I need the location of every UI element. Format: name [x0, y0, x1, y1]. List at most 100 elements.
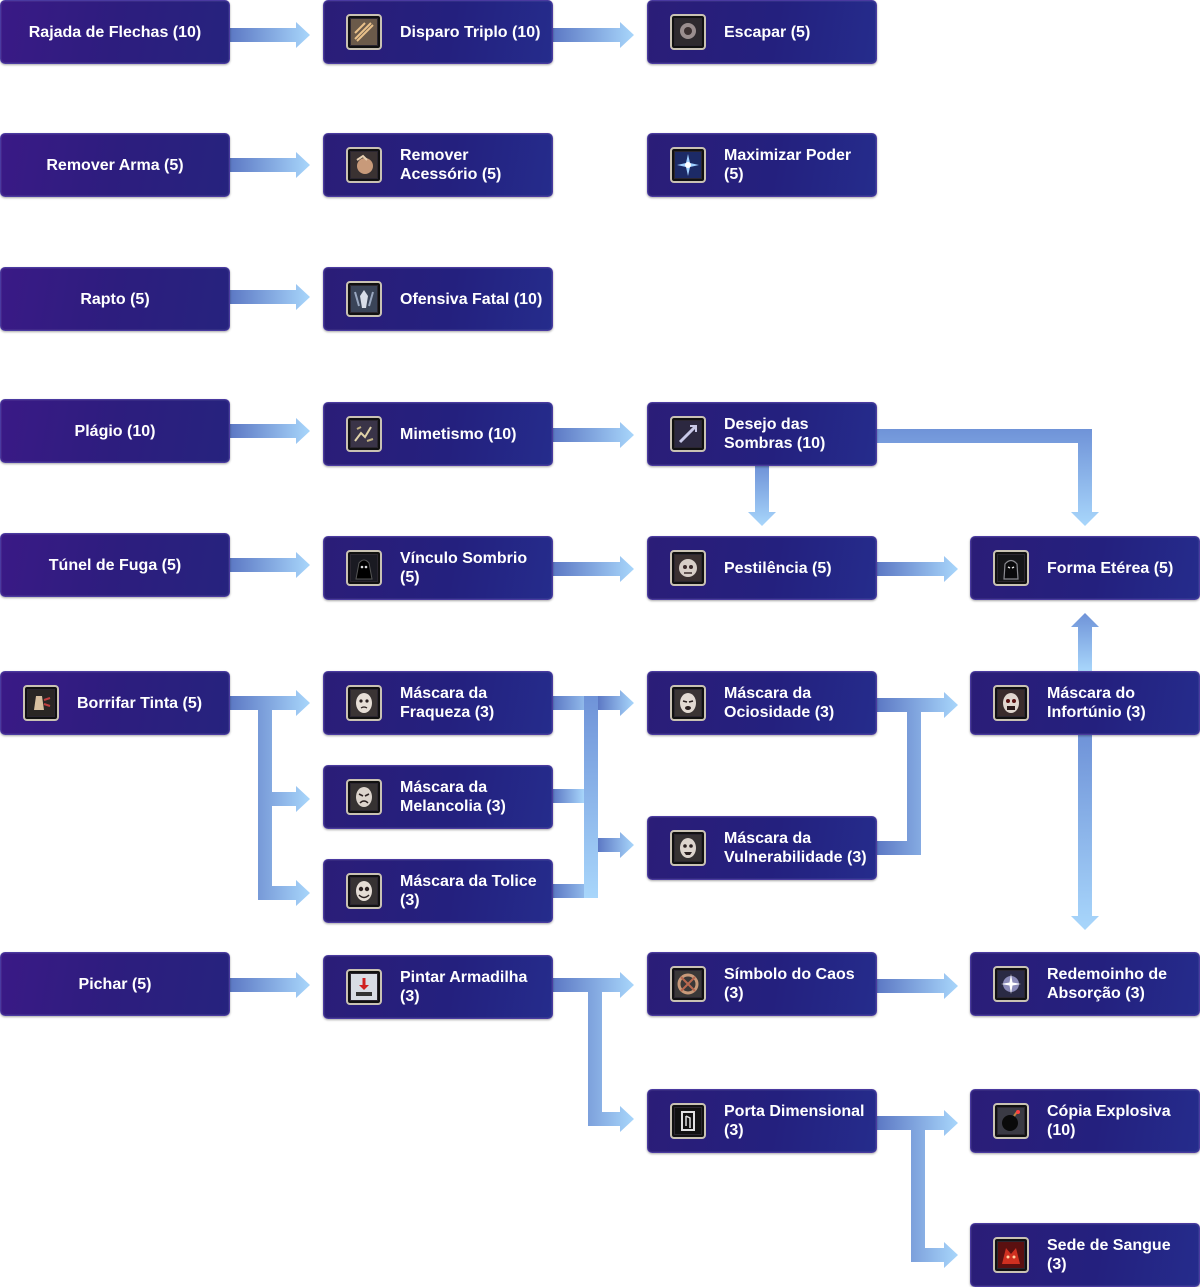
skill-pintar-armadilha[interactable]: Pintar Armadilha (3): [323, 955, 553, 1019]
chaos-symbol-icon: [670, 966, 706, 1002]
arrow-desejo-forma: [877, 429, 1099, 526]
skill-pestilencia[interactable]: Pestilência (5): [647, 536, 877, 600]
skill-desejo-das-sombras[interactable]: Desejo das Sombras (10): [647, 402, 877, 466]
skill-mascara-da-fraqueza[interactable]: Máscara da Fraqueza (3): [323, 671, 553, 735]
skill-label: Escapar (5): [724, 23, 811, 41]
skill-label: Forma Etérea (5): [1047, 559, 1174, 577]
skill-ofensiva-fatal[interactable]: Ofensiva Fatal (10): [323, 267, 553, 331]
arrow-merge-vulnerabilidade: [598, 832, 634, 858]
skill-label: Máscara da Tolice (3): [400, 873, 537, 909]
dimensional-door-icon: [670, 1103, 706, 1139]
skill-label: Pintar Armadilha (3): [400, 969, 528, 1005]
skill-mascara-da-tolice[interactable]: Máscara da Tolice (3): [323, 859, 553, 923]
skill-mascara-da-ociosidade[interactable]: Máscara da Ociosidade (3): [647, 671, 877, 735]
remove-accessory-icon: [346, 147, 382, 183]
arrow-pintar-simbolo-porta: [553, 972, 634, 1132]
arrow-removerarma-acessorio: [230, 152, 310, 178]
skill-borrifar-tinta[interactable]: Borrifar Tinta (5): [0, 671, 230, 735]
skill-rapto[interactable]: Rapto (5): [0, 267, 230, 331]
skill-label: Cópia Explosiva (10): [1047, 1103, 1171, 1139]
arrow-tunel-vinculo: [230, 552, 310, 578]
skill-label: Sede de Sangue (3): [1047, 1237, 1171, 1273]
skill-escapar[interactable]: Escapar (5): [647, 0, 877, 64]
mask-misfortune-icon: [993, 685, 1029, 721]
skill-label: Máscara da Fraqueza (3): [400, 685, 495, 721]
mask-melancholy-icon: [346, 779, 382, 815]
skill-label: Pichar (5): [78, 975, 152, 993]
skill-label: Plágio (10): [74, 422, 156, 440]
skill-label: Máscara da Melancolia (3): [400, 779, 506, 815]
skill-label: Vínculo Sombrio (5): [400, 550, 528, 586]
pestilence-icon: [670, 550, 706, 586]
skill-label: Mimetismo (10): [400, 425, 517, 443]
skill-label: Rapto (5): [80, 290, 150, 308]
arrow-pestilencia-forma: [877, 556, 958, 582]
bloodlust-icon: [993, 1237, 1029, 1273]
spray-paint-icon: [23, 685, 59, 721]
skill-rajada-de-flechas[interactable]: Rajada de Flechas (10): [0, 0, 230, 64]
skill-pichar[interactable]: Pichar (5): [0, 952, 230, 1016]
skill-label: Máscara do Infortúnio (3): [1047, 685, 1146, 721]
escape-icon: [670, 14, 706, 50]
skill-label: Remover Acessório (5): [400, 147, 502, 183]
arrow-infortunio-forma: [1071, 613, 1099, 671]
skill-label: Máscara da Ociosidade (3): [724, 685, 835, 721]
skill-maximizar-poder[interactable]: Maximizar Poder (5): [647, 133, 877, 197]
skill-label: Máscara da Vulnerabilidade (3): [724, 830, 867, 866]
skill-mascara-da-melancolia[interactable]: Máscara da Melancolia (3): [323, 765, 553, 829]
skill-label: Desejo das Sombras (10): [724, 416, 826, 452]
arrow-ociosidade-infortunio: [877, 692, 958, 855]
skill-label: Rajada de Flechas (10): [28, 23, 202, 41]
skill-porta-dimensional[interactable]: Porta Dimensional (3): [647, 1089, 877, 1153]
mimicry-icon: [346, 416, 382, 452]
skill-label: Maximizar Poder (5): [724, 147, 852, 183]
link-merge-vertical: [584, 696, 598, 898]
mask-folly-icon: [346, 873, 382, 909]
skill-plagio[interactable]: Plágio (10): [0, 399, 230, 463]
arrow-infortunio-redemoinho: [1071, 735, 1099, 930]
maximize-power-icon: [670, 147, 706, 183]
skill-sede-de-sangue[interactable]: Sede de Sangue (3): [970, 1223, 1200, 1287]
skill-vinculo-sombrio[interactable]: Vínculo Sombrio (5): [323, 536, 553, 600]
skill-mascara-da-vulnerabilidade[interactable]: Máscara da Vulnerabilidade (3): [647, 816, 877, 880]
skill-copia-explosiva[interactable]: Cópia Explosiva (10): [970, 1089, 1200, 1153]
shadow-desire-icon: [670, 416, 706, 452]
arrow-porta-copia-sede: [877, 1110, 958, 1268]
skill-label: Ofensiva Fatal (10): [400, 290, 543, 308]
arrow-borrifar-masks: [230, 690, 310, 906]
mask-weakness-icon: [346, 685, 382, 721]
skill-tunel-de-fuga[interactable]: Túnel de Fuga (5): [0, 533, 230, 597]
arrow-simbolo-redemoinho: [877, 973, 958, 999]
absorption-whirl-icon: [993, 966, 1029, 1002]
arrow-rapto-ofensiva: [230, 284, 310, 310]
skill-label: Porta Dimensional (3): [724, 1103, 865, 1139]
skill-mascara-do-infortunio[interactable]: Máscara do Infortúnio (3): [970, 671, 1200, 735]
arrow-mimetismo-desejo: [553, 422, 634, 448]
skill-label: Túnel de Fuga (5): [48, 556, 182, 574]
ethereal-form-icon: [993, 550, 1029, 586]
skill-label: Pestilência (5): [724, 559, 832, 577]
skill-label: Borrifar Tinta (5): [77, 694, 203, 712]
skill-label: Redemoinho de Absorção (3): [1047, 966, 1168, 1002]
skill-simbolo-do-caos[interactable]: Símbolo do Caos (3): [647, 952, 877, 1016]
arrow-merge-ociosidade: [598, 690, 634, 716]
skill-forma-eterea[interactable]: Forma Etérea (5): [970, 536, 1200, 600]
arrow-rajada-disparo: [230, 22, 310, 48]
skill-mimetismo[interactable]: Mimetismo (10): [323, 402, 553, 466]
arrow-vinculo-pestilencia: [553, 556, 634, 582]
link-melancolia-merge: [553, 789, 584, 803]
paint-trap-icon: [346, 969, 382, 1005]
arrow-pichar-pintar: [230, 972, 310, 998]
skill-remover-arma[interactable]: Remover Arma (5): [0, 133, 230, 197]
skill-label: Símbolo do Caos (3): [724, 966, 855, 1002]
arrow-desejo-pestilencia: [748, 466, 776, 526]
skill-remover-acessorio[interactable]: Remover Acessório (5): [323, 133, 553, 197]
skill-label: Disparo Triplo (10): [400, 23, 541, 41]
triple-shot-icon: [346, 14, 382, 50]
skill-redemoinho-de-absorcao[interactable]: Redemoinho de Absorção (3): [970, 952, 1200, 1016]
skill-label: Remover Arma (5): [46, 156, 184, 174]
arrow-plagio-mimetismo: [230, 418, 310, 444]
skill-disparo-triplo[interactable]: Disparo Triplo (10): [323, 0, 553, 64]
arrow-disparo-escapar: [553, 22, 634, 48]
